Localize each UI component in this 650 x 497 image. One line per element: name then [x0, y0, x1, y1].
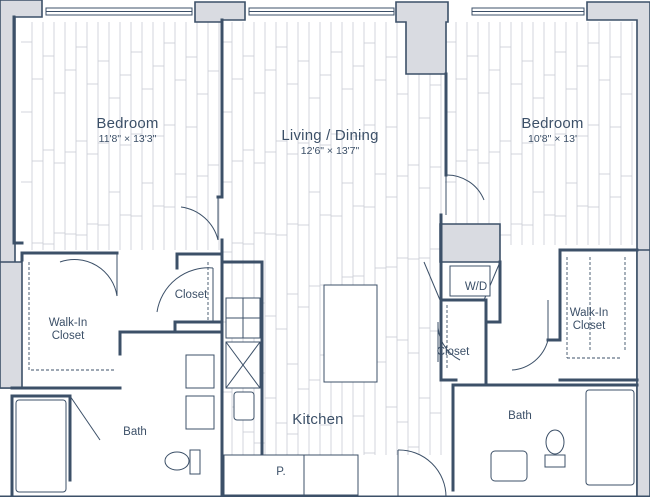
walk-in-closet-left-label: Walk-In Closet — [40, 317, 96, 343]
bedroom-left-dims: 11'8" × 13'3" — [98, 133, 157, 145]
wd-block — [439, 223, 501, 263]
bedroom-right-label: Bedroom 10'8" × 13' — [490, 115, 615, 145]
wd-label: W/D — [464, 281, 488, 293]
door-entry — [397, 449, 447, 497]
left-lower-wall — [0, 261, 23, 389]
bedroom-left-name: Bedroom — [96, 115, 159, 132]
walk-in-closet-right-label: Walk-In Closet — [563, 307, 615, 333]
top-middle-column — [395, 1, 449, 75]
door-walkin-right — [511, 300, 549, 371]
closet-shelves — [28, 257, 626, 371]
tub-left — [15, 399, 67, 493]
fixtures — [15, 265, 635, 497]
door-wd-left — [423, 261, 441, 301]
doors — [59, 174, 549, 497]
door-walkin-left — [59, 253, 118, 297]
toilet-right — [545, 429, 565, 455]
washer-dryer — [449, 265, 491, 297]
pantry-label: P. — [276, 466, 286, 478]
walk-in-left-line1: Walk-In — [48, 317, 88, 329]
bath-right-label: Bath — [508, 410, 532, 422]
closet-left-label: Closet — [174, 289, 208, 301]
vanity-right — [490, 450, 528, 482]
door-closet-right — [437, 321, 461, 362]
living-dining-name: Living / Dining — [281, 127, 379, 144]
toilet-left — [164, 451, 190, 471]
door-bedroom-right — [445, 174, 485, 215]
windows — [45, 7, 585, 16]
walk-in-right-line2: Closet — [572, 320, 606, 332]
walk-in-right-line1: Walk-In — [569, 307, 609, 319]
top-left-column — [194, 1, 246, 23]
kitchen-sink — [233, 391, 255, 421]
bedroom-left-label: Bedroom 11'8" × 13'3" — [60, 115, 195, 145]
vanity-left-bottom — [185, 395, 215, 430]
vanity-left-top — [185, 354, 215, 389]
walk-in-left-line2: Closet — [51, 330, 85, 342]
kitchen-label: Kitchen — [292, 411, 344, 428]
bedroom-right-dims: 10'8" × 13' — [528, 133, 577, 145]
door-bath-left — [69, 395, 101, 441]
kitchen-bottom-counter — [223, 454, 359, 496]
bedroom-right-name: Bedroom — [521, 115, 584, 132]
bath-left-label: Bath — [123, 426, 147, 438]
door-bedroom-left — [180, 197, 219, 241]
closet-right-label: Closet — [436, 346, 470, 358]
door-closet-left — [156, 267, 214, 322]
tub-right — [585, 389, 635, 486]
kitchen-island — [323, 284, 378, 383]
living-dining-dims: 12'6" × 13'7" — [300, 145, 360, 157]
walls — [0, 15, 650, 497]
right-side-wall — [636, 249, 650, 497]
floorboard-texture — [21, 22, 633, 455]
living-dining-label: Living / Dining 12'6" × 13'7" — [260, 127, 400, 157]
